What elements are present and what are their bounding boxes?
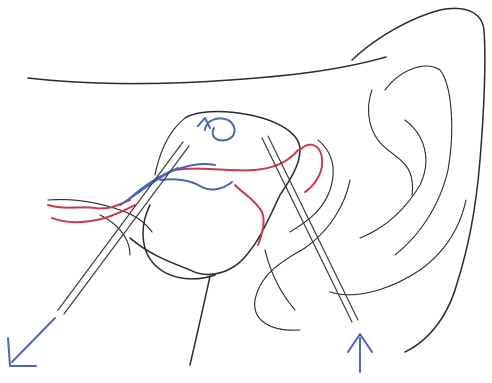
condyle-left-edge xyxy=(155,118,185,175)
condyle-inner-curve xyxy=(143,205,215,279)
red-strand-1 xyxy=(48,200,130,208)
condyle-outline xyxy=(130,112,300,275)
inner-ear-contour-2 xyxy=(369,90,413,195)
rotation-arrowhead-icon xyxy=(198,118,210,128)
lower-left-arrow-icon xyxy=(12,318,55,362)
left-rod-line-2 xyxy=(64,146,189,314)
blue-strand-3 xyxy=(160,179,232,189)
rotation-arrow-icon xyxy=(205,118,235,140)
inner-ear-contour-1 xyxy=(385,66,452,255)
right-rod-line-1 xyxy=(262,138,352,322)
blue-strand-1 xyxy=(120,164,215,205)
left-rod-line-1 xyxy=(58,142,183,310)
left-fan-line-2 xyxy=(100,215,130,255)
inner-ear-contour-5 xyxy=(330,200,466,295)
right-rod-line-2 xyxy=(268,136,358,320)
ramus-right-contour xyxy=(265,250,295,310)
red-strand-5 xyxy=(300,145,322,192)
ramus-left-contour xyxy=(190,276,210,365)
upper-horizontal-contour xyxy=(28,57,386,84)
inner-ear-contour-3 xyxy=(360,120,426,238)
inner-ear-contour-4 xyxy=(255,180,350,330)
